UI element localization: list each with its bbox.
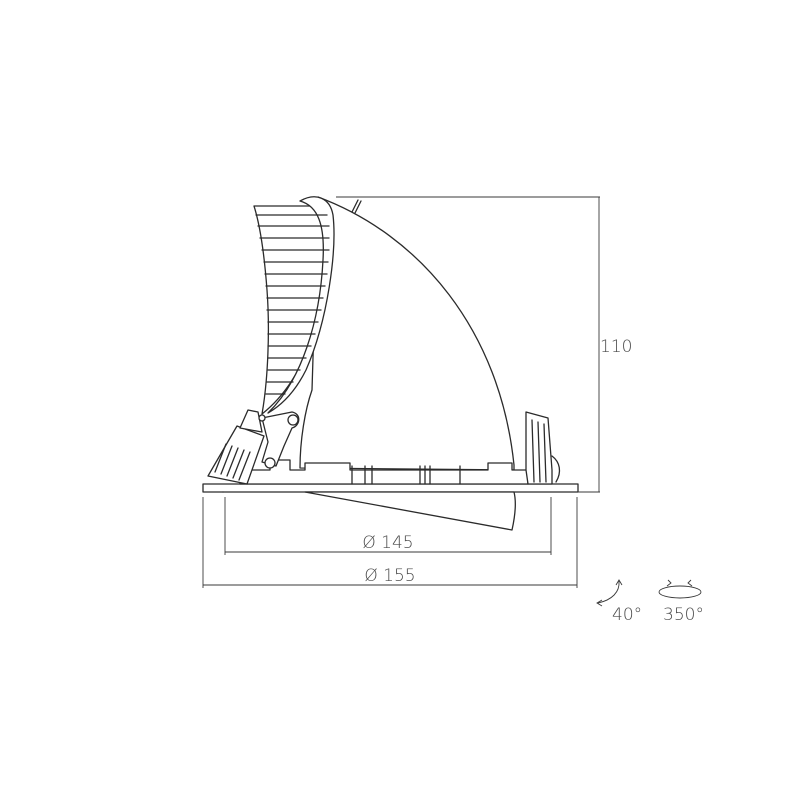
trim-flange [202,483,579,493]
rotation-arrow-icon [658,585,702,599]
tilt-arrow-icon [597,580,620,604]
tilt-indicator: 40° [596,579,642,625]
outer-diameter-dimension: Ø 155 [202,497,578,588]
left-spring-clip [207,409,300,485]
gimbal-shell [299,196,515,471]
right-spring-clip [525,411,561,485]
height-label: 110 [600,337,632,357]
rotation-label: 350° [663,605,704,625]
inner-diameter-dimension: Ø 145 [224,497,552,555]
tilt-label: 40° [612,605,642,625]
reflector-lip [304,491,516,531]
heatsink-back [267,196,335,414]
height-dimension: 110 [336,196,632,493]
luminaire-side-view [202,196,579,531]
outer-diameter-label: Ø 155 [364,566,415,586]
housing-slots [351,465,461,485]
inner-diameter-label: Ø 145 [362,533,413,553]
rotation-indicator: 350° [658,579,704,625]
heatsink-fins [255,214,330,395]
